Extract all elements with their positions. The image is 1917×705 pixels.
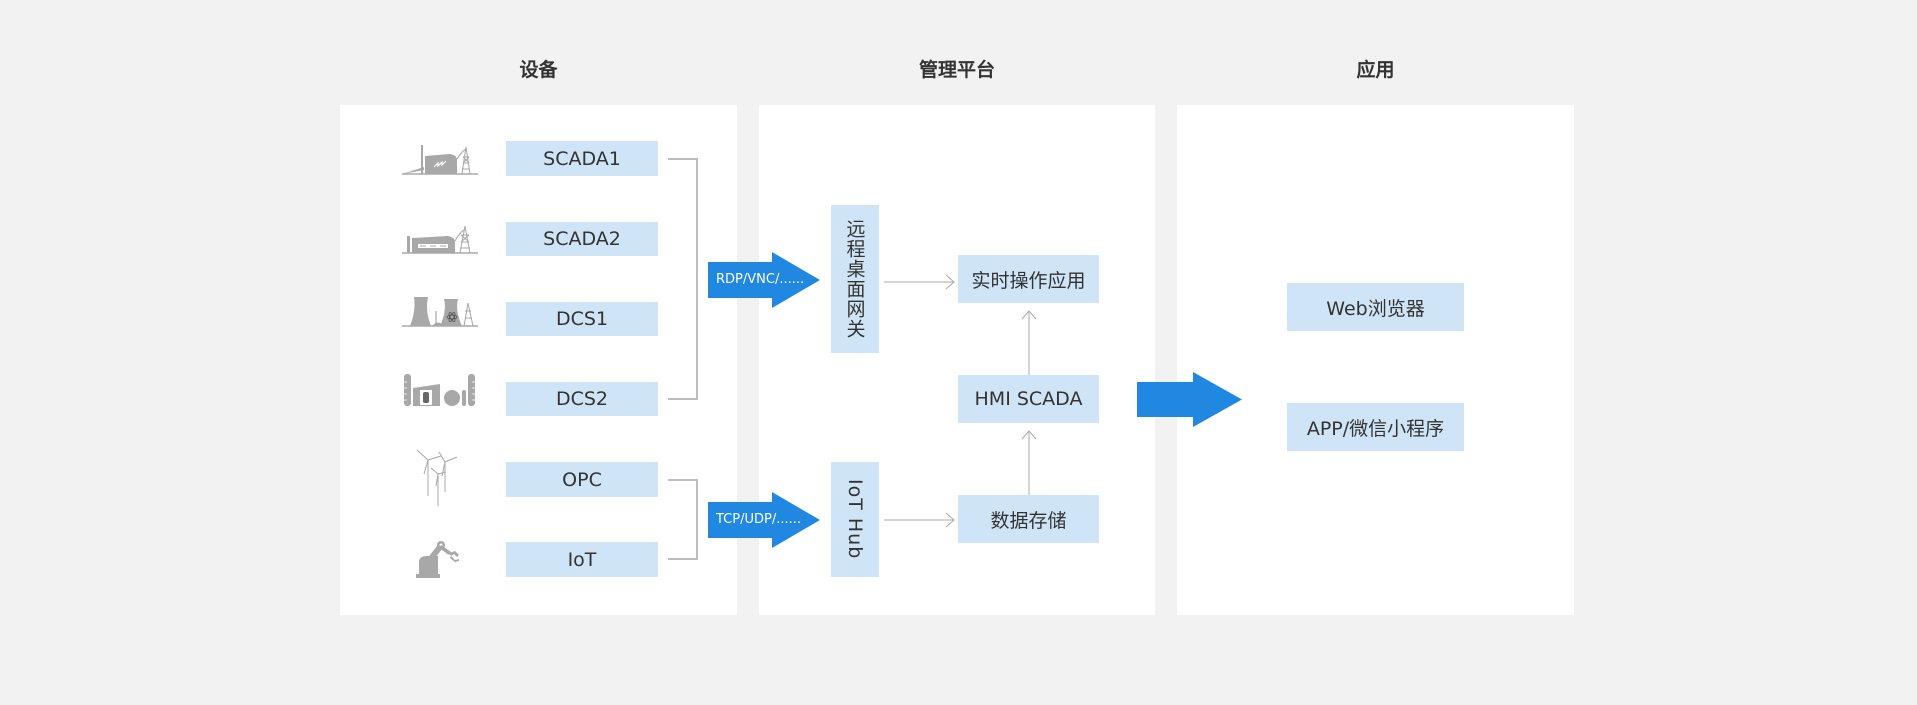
data-storage-label: 数据存储 xyxy=(990,509,1067,532)
realtime-app-label: 实时操作应用 xyxy=(971,269,1086,292)
remote-desktop-gateway-label: 远程桌面网关 xyxy=(843,219,866,339)
gateway-to-realtime-arrow xyxy=(884,274,955,290)
column-title-apps: 应用 xyxy=(1356,59,1395,81)
device-box-scada2: SCADA2 xyxy=(506,222,658,256)
bracket-bottom-line xyxy=(668,558,698,560)
apps-panel xyxy=(1177,105,1574,615)
bracket-top-line xyxy=(668,398,698,400)
data-storage-box: 数据存储 xyxy=(958,495,1099,543)
remote-protocol-arrow xyxy=(708,252,820,308)
column-title-devices: 设备 xyxy=(519,59,558,81)
remote-desktop-gateway-box: 远程桌面网关 xyxy=(831,205,879,353)
wind-turbine-icon xyxy=(416,449,458,506)
iot-hub-label: IoT Hub xyxy=(844,479,866,560)
app-box-mobile: APP/微信小程序 xyxy=(1287,403,1464,451)
hmi-scada-label: HMI SCADA xyxy=(974,388,1083,410)
realtime-app-box: 实时操作应用 xyxy=(958,255,1099,303)
iothub-to-storage-arrow xyxy=(884,512,955,528)
device-label: SCADA1 xyxy=(543,147,621,170)
device-box-dcs1: DCS1 xyxy=(506,302,658,336)
bracket-top-line xyxy=(668,158,698,160)
device-label: DCS2 xyxy=(555,388,609,410)
hmi-scada-box: HMI SCADA xyxy=(958,375,1099,423)
device-label: DCS1 xyxy=(555,308,609,330)
iot-protocol-label: TCP/UDP/...... xyxy=(716,512,802,527)
app-label: APP/微信小程序 xyxy=(1306,417,1445,440)
storage-to-hmi-arrow xyxy=(1021,430,1037,495)
device-box-iot: IoT xyxy=(506,542,658,577)
bracket-top-line xyxy=(696,158,698,400)
platform-to-apps-arrow xyxy=(1137,372,1242,427)
device-box-dcs2: DCS2 xyxy=(506,382,658,416)
devices-panel xyxy=(340,105,737,615)
bracket-bottom-line xyxy=(696,479,698,560)
factory-tower-icon xyxy=(402,225,478,254)
app-label: Web浏览器 xyxy=(1326,297,1425,320)
hmi-to-realtime-arrow xyxy=(1021,310,1037,375)
column-title-platform: 管理平台 xyxy=(918,59,995,81)
device-box-opc: OPC xyxy=(506,462,658,497)
device-label: SCADA2 xyxy=(543,228,621,250)
device-box-scada1: SCADA1 xyxy=(506,141,658,176)
app-box-web-browser: Web浏览器 xyxy=(1287,283,1464,331)
nuclear-plant-icon xyxy=(402,297,478,327)
bracket-bottom-line xyxy=(668,479,698,481)
remote-protocol-label: RDP/VNC/...... xyxy=(716,272,805,287)
device-label: IoT xyxy=(567,548,597,571)
iot-hub-box: IoT Hub xyxy=(831,462,879,577)
device-label: OPC xyxy=(562,468,602,491)
iot-protocol-arrow xyxy=(708,492,820,548)
robot-arm-icon xyxy=(416,541,459,578)
power-plant-icon xyxy=(402,145,478,175)
refinery-icon xyxy=(404,374,475,406)
